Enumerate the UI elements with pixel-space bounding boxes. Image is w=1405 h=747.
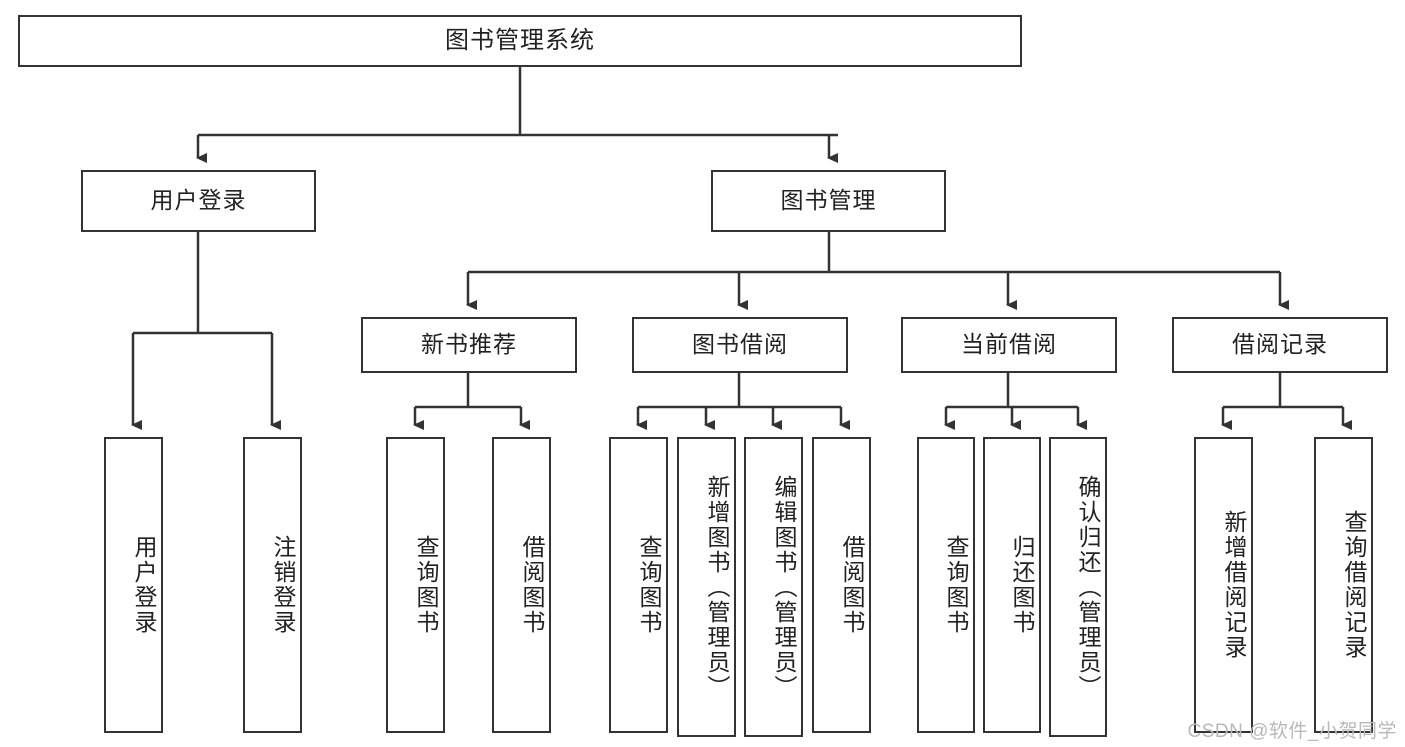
leaf-borrow-record-add[interactable]: 新增借阅记录 — [1194, 437, 1253, 733]
leaf-user-login-login[interactable]: 用户登录 — [104, 437, 163, 733]
node-book-management[interactable]: 图书管理 — [711, 170, 946, 232]
node-new-book-recommend[interactable]: 新书推荐 — [361, 317, 577, 373]
watermark-credit: CSDN @软件_小贺同学 — [1187, 721, 1397, 742]
leaf-user-login-logout[interactable]: 注销登录 — [243, 437, 302, 733]
node-root-system[interactable]: 图书管理系统 — [18, 15, 1022, 67]
leaf-book-borrow-query[interactable]: 查询图书 — [609, 437, 668, 733]
leaf-borrow-record-query[interactable]: 查询借阅记录 — [1314, 437, 1373, 733]
leaf-current-borrow-return[interactable]: 归还图书 — [983, 437, 1041, 733]
node-current-borrow[interactable]: 当前借阅 — [901, 317, 1117, 373]
leaf-current-borrow-query[interactable]: 查询图书 — [917, 437, 975, 733]
node-borrow-record[interactable]: 借阅记录 — [1172, 317, 1388, 373]
leaf-book-borrow-borrow[interactable]: 借阅图书 — [812, 437, 871, 733]
node-book-borrow[interactable]: 图书借阅 — [632, 317, 848, 373]
node-user-login[interactable]: 用户登录 — [81, 170, 316, 232]
leaf-book-borrow-add[interactable]: 新增图书（管理员） — [677, 437, 736, 737]
leaf-book-borrow-edit[interactable]: 编辑图书（管理员） — [744, 437, 803, 737]
leaf-current-borrow-confirm-return[interactable]: 确认归还（管理员） — [1049, 437, 1107, 737]
leaf-new-book-query[interactable]: 查询图书 — [386, 437, 445, 733]
leaf-new-book-borrow[interactable]: 借阅图书 — [492, 437, 551, 733]
